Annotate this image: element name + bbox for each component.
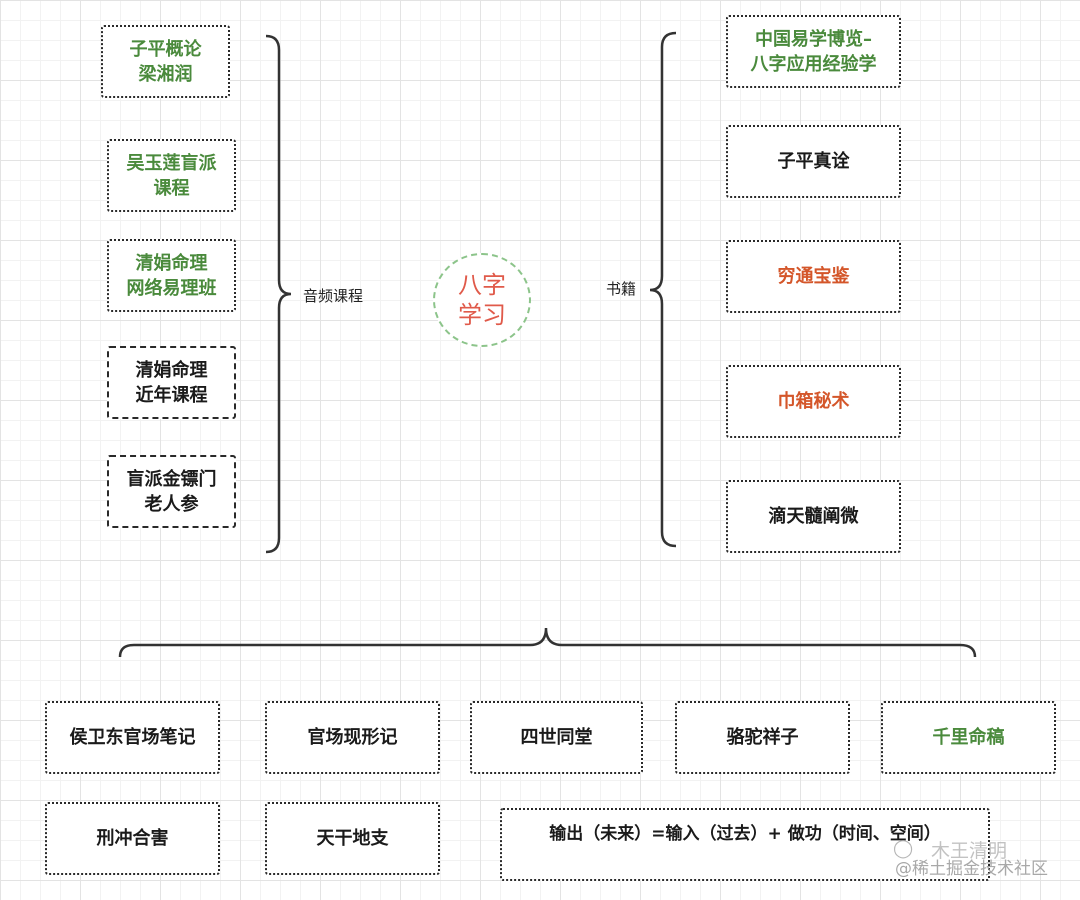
bottom-brace bbox=[118, 627, 977, 658]
audio-brace bbox=[265, 34, 292, 554]
book-node-ziping-zhenquan[interactable]: 子平真诠 bbox=[726, 125, 901, 198]
book-node-yixue[interactable]: 中国易学博览– 八字应用经验学 bbox=[726, 15, 901, 88]
audio-node-wuyulian[interactable]: 吴玉莲盲派 课程 bbox=[107, 139, 236, 212]
bottom-node-qianli[interactable]: 千里命稿 bbox=[881, 701, 1056, 774]
audio-node-mangpai[interactable]: 盲派金镖门 老人参 bbox=[107, 455, 236, 528]
center-topic[interactable]: 八字 学习 bbox=[433, 253, 531, 347]
book-node-ditiansui[interactable]: 滴天髓阐微 bbox=[726, 480, 901, 553]
book-node-qiongtong[interactable]: 穷通宝鉴 bbox=[726, 240, 901, 313]
books-label: 书籍 bbox=[606, 280, 637, 298]
books-brace bbox=[649, 31, 677, 548]
bottom-node-guanchang[interactable]: 官场现形记 bbox=[265, 701, 440, 774]
bottom-node-sishi[interactable]: 四世同堂 bbox=[470, 701, 643, 774]
audio-node-qingjuan-online[interactable]: 清娟命理 网络易理班 bbox=[107, 239, 236, 312]
watermark: ◯ 木王清明 @稀土掘金技术社区 bbox=[893, 838, 1048, 879]
bottom-node-houweidong[interactable]: 侯卫东官场笔记 bbox=[45, 701, 220, 774]
audio-node-ziping[interactable]: 子平概论 梁湘润 bbox=[101, 25, 230, 98]
audio-label: 音频课程 bbox=[303, 287, 364, 305]
bottom-node-tiangan[interactable]: 天干地支 bbox=[265, 802, 440, 875]
watermark-author: 木王清明 bbox=[931, 840, 1008, 862]
audio-node-qingjuan-recent[interactable]: 清娟命理 近年课程 bbox=[107, 346, 236, 419]
bottom-node-xingchong[interactable]: 刑冲合害 bbox=[45, 802, 220, 875]
wechat-icon: ◯ bbox=[893, 838, 914, 859]
book-node-jinxiang[interactable]: 巾箱秘术 bbox=[726, 365, 901, 438]
watermark-site: @稀土掘金技术社区 bbox=[895, 859, 1048, 879]
bottom-node-formula[interactable]: 输出（未来）=输入（过去）+ 做功（时间、空间） bbox=[500, 808, 990, 881]
bottom-node-luotuo[interactable]: 骆驼祥子 bbox=[675, 701, 850, 774]
